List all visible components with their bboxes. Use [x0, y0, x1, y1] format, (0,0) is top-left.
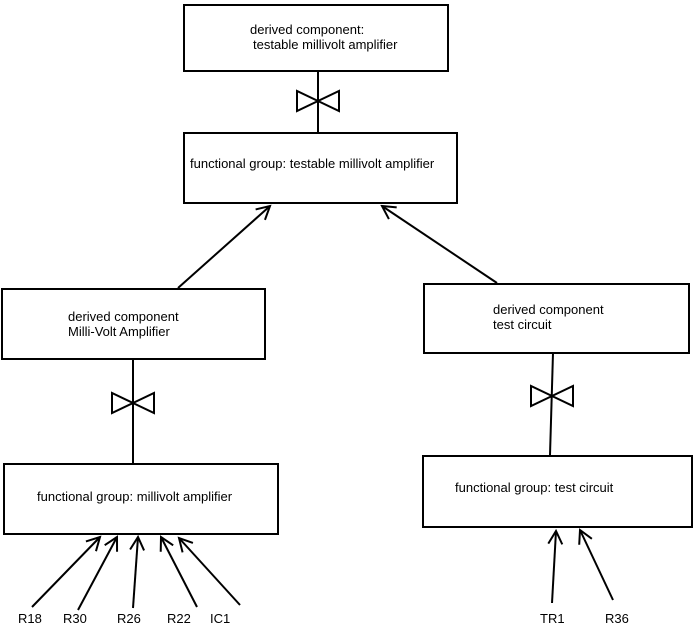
node-label-line2: Milli-Volt Amplifier	[68, 324, 170, 339]
node-label-line1: derived component	[493, 302, 604, 317]
leaf-label-r18: R18	[18, 611, 42, 626]
node-label: functional group: millivolt amplifier	[37, 489, 233, 504]
arrow-left-derived-to-top-functional	[177, 206, 270, 289]
node-functional-group-test-circuit: functional group: test circuit	[422, 455, 693, 528]
bowtie-decomposition-icon-right	[530, 384, 574, 408]
node-label-line1: derived component:	[250, 22, 365, 37]
leaf-label-ic1: IC1	[210, 611, 231, 626]
leaf-label-r30: R30	[63, 611, 87, 626]
node-label-line1: derived component	[68, 309, 179, 324]
arrow-ic1-to-left-functional	[179, 538, 241, 606]
leaf-label-r36: R36	[605, 611, 629, 626]
edge-right-decomposition-line	[549, 352, 554, 456]
arrow-right-derived-to-top-functional	[382, 206, 498, 284]
arrow-r26-to-left-functional	[133, 537, 138, 609]
arrow-tr1-to-right-functional	[552, 531, 556, 604]
leaf-label-r22: R22	[167, 611, 191, 626]
arrow-r36-to-right-functional	[580, 530, 614, 601]
node-derived-component-testable-millivolt-amplifier: derived component: testable millivolt am…	[183, 4, 449, 72]
arrow-r22-to-left-functional	[161, 537, 198, 608]
leaf-label-r26: R26	[117, 611, 141, 626]
arrow-r30-to-left-functional	[77, 537, 117, 611]
node-derived-component-test-circuit: derived component test circuit	[423, 283, 690, 354]
node-functional-group-millivolt-amplifier: functional group: millivolt amplifier	[3, 463, 279, 535]
leaf-label-tr1: TR1	[540, 611, 565, 626]
node-label: functional group: testable millivolt amp…	[190, 156, 435, 171]
node-label-line2: testable millivolt amplifier	[253, 37, 398, 52]
node-derived-component-milli-volt-amplifier: derived component Milli-Volt Amplifier	[1, 288, 266, 360]
bowtie-decomposition-icon-left	[111, 391, 155, 415]
node-label: functional group: test circuit	[455, 480, 614, 495]
node-functional-group-testable-millivolt-amplifier: functional group: testable millivolt amp…	[183, 132, 458, 204]
arrow-r18-to-left-functional	[31, 537, 100, 608]
node-label-line2: test circuit	[493, 317, 552, 332]
bowtie-decomposition-icon-top	[296, 89, 340, 113]
